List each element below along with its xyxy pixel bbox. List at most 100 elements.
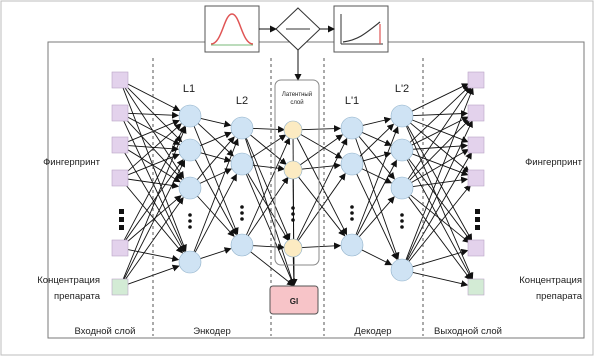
ellipsis-dot bbox=[119, 217, 124, 222]
edge-l2p-output bbox=[407, 86, 472, 180]
edge-latent-l1p bbox=[300, 125, 342, 133]
latent-label-line1: Латентный bbox=[282, 91, 312, 98]
neuron-l2 bbox=[230, 116, 254, 140]
neuron-l2-prime bbox=[390, 104, 414, 128]
ellipsis-dot bbox=[350, 205, 354, 209]
neuron-l2 bbox=[230, 233, 254, 257]
edge-l1-l2 bbox=[197, 123, 234, 157]
edge-input-l1 bbox=[127, 178, 180, 189]
edge-input-l1 bbox=[127, 249, 180, 262]
connection-edges bbox=[122, 83, 474, 288]
edge-input-l1 bbox=[122, 126, 187, 280]
ellipsis-dot bbox=[240, 217, 244, 221]
edge-l2-latent bbox=[245, 137, 291, 241]
edge-input-l1 bbox=[127, 145, 180, 153]
output-fingerprint-node bbox=[467, 239, 485, 257]
edge-l1-l2 bbox=[196, 136, 235, 180]
neuron-l1-prime bbox=[340, 233, 364, 257]
layer-label-l2: L2 bbox=[236, 95, 248, 107]
left-concentration-line2: препарата bbox=[54, 291, 101, 302]
edge-input-l1 bbox=[125, 195, 182, 244]
ellipsis-dot bbox=[350, 211, 354, 215]
left-concentration-line1: Концентрация bbox=[37, 275, 100, 286]
edge-l1p-l2p bbox=[362, 116, 392, 126]
edge-latent-l1p bbox=[299, 133, 343, 159]
network-nodes bbox=[111, 71, 485, 296]
edge-l2p-output bbox=[412, 153, 469, 176]
edge-l1-l2 bbox=[200, 152, 232, 163]
edge-input-l1 bbox=[126, 83, 181, 111]
ellipsis-dots bbox=[119, 205, 480, 230]
edge-l1p-l2p bbox=[361, 249, 393, 266]
section-label-output: Выходной слой bbox=[434, 326, 502, 337]
right-fingerprint-label: Фингерпринт bbox=[525, 157, 583, 168]
neuron-l2-prime bbox=[390, 138, 414, 162]
edge-input-l1 bbox=[123, 125, 185, 242]
neuron-l1 bbox=[178, 176, 202, 200]
edge-l2p-output bbox=[408, 158, 472, 242]
edge-l2p-output bbox=[405, 87, 474, 260]
output-fingerprint-node bbox=[467, 104, 485, 122]
latent-node bbox=[283, 120, 303, 140]
neuron-l1 bbox=[178, 104, 202, 128]
output-fingerprint-node bbox=[467, 71, 485, 89]
ellipsis-dot bbox=[400, 219, 404, 223]
edge-l2p-output bbox=[412, 142, 469, 150]
edge-input-l1 bbox=[122, 120, 186, 253]
edge-l2p-output bbox=[408, 196, 472, 281]
edge-l2p-output bbox=[406, 159, 473, 280]
input-concentration-node bbox=[111, 278, 129, 296]
neuron-l2-prime bbox=[390, 258, 414, 282]
section-label-decoder: Декодер bbox=[354, 326, 391, 337]
edge-l1p-l2p bbox=[355, 126, 399, 235]
edge-input-l1 bbox=[124, 183, 183, 254]
ellipsis-dot bbox=[291, 206, 295, 210]
response-curve-icon bbox=[342, 21, 381, 43]
edge-l1-l2 bbox=[193, 126, 239, 235]
edge-l2p-output bbox=[411, 83, 469, 112]
neuron-l1 bbox=[178, 250, 202, 274]
edge-l1-l2 bbox=[199, 168, 233, 184]
edge-l1p-l2p bbox=[362, 151, 392, 162]
edge-latent-l1p bbox=[296, 136, 347, 236]
ellipsis-dot bbox=[475, 217, 480, 222]
ellipsis-dot bbox=[475, 225, 480, 230]
ellipsis-dot bbox=[188, 219, 192, 223]
edge-l2p-output bbox=[406, 120, 473, 261]
ellipsis-dot bbox=[475, 209, 480, 214]
edge-input-l1 bbox=[123, 151, 185, 253]
ellipsis-dot bbox=[119, 225, 124, 230]
neuron-l1 bbox=[178, 138, 202, 162]
section-label-encoder: Энкодер bbox=[193, 326, 231, 337]
edge-l1p-l2p bbox=[358, 196, 395, 238]
edge-l2-latent bbox=[250, 134, 287, 159]
edge-l2p-output bbox=[411, 149, 470, 183]
input-fingerprint-node bbox=[111, 169, 129, 187]
edge-l1-l2 bbox=[194, 159, 237, 236]
output-fingerprint-node bbox=[467, 169, 485, 187]
right-concentration-line1: Концентрация bbox=[519, 275, 582, 286]
layer-label-l1: L1 bbox=[183, 83, 195, 95]
right-concentration-line2: препарата bbox=[536, 291, 583, 302]
edge-l2p-output bbox=[411, 116, 469, 146]
input-fingerprint-node bbox=[111, 136, 129, 154]
edge-l1p-l2p bbox=[359, 123, 395, 157]
neuron-l1-prime bbox=[340, 152, 364, 176]
output-fingerprint-node bbox=[467, 136, 485, 154]
section-label-input: Входной слой bbox=[75, 326, 136, 337]
edge-input-l1 bbox=[125, 118, 183, 180]
edge-latent-l1p bbox=[299, 134, 344, 166]
edge-input-l1 bbox=[122, 87, 187, 252]
edge-l2-latent bbox=[252, 164, 286, 172]
gaussian-curve-icon bbox=[210, 13, 254, 45]
output-concentration-node bbox=[467, 278, 485, 296]
edge-l2p-output bbox=[412, 272, 469, 288]
latent-layer-box bbox=[274, 79, 320, 266]
gi-label: GI bbox=[290, 297, 298, 306]
edge-l1p-l2p bbox=[361, 132, 392, 146]
edge-l1-l2 bbox=[194, 173, 237, 253]
edge-l2-latent bbox=[252, 243, 286, 251]
ellipsis-dot bbox=[400, 213, 404, 217]
latent-node bbox=[283, 160, 303, 180]
